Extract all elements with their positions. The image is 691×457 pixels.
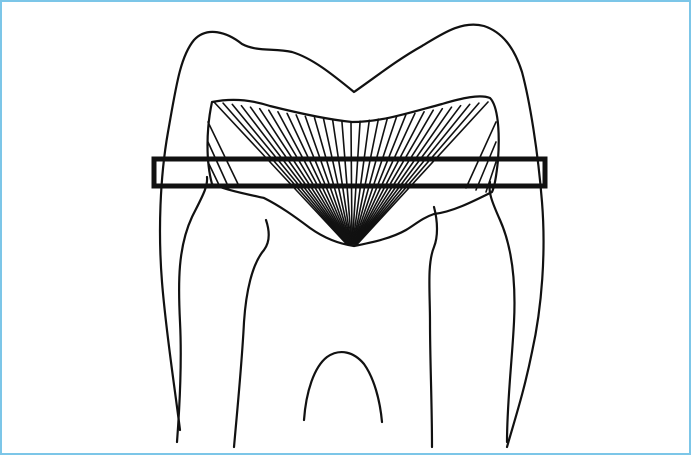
right-root-wall bbox=[489, 182, 514, 442]
hatching-lines bbox=[208, 102, 496, 244]
furcation-arch bbox=[304, 352, 382, 422]
hatch-line bbox=[241, 106, 347, 244]
hatch-line bbox=[357, 104, 470, 244]
left-root-wall bbox=[177, 177, 207, 442]
hatch-line bbox=[214, 102, 347, 244]
right-canal-line bbox=[429, 207, 437, 447]
left-canal-line bbox=[234, 220, 269, 447]
hatch-line bbox=[476, 142, 496, 190]
hatch-line bbox=[351, 122, 352, 244]
